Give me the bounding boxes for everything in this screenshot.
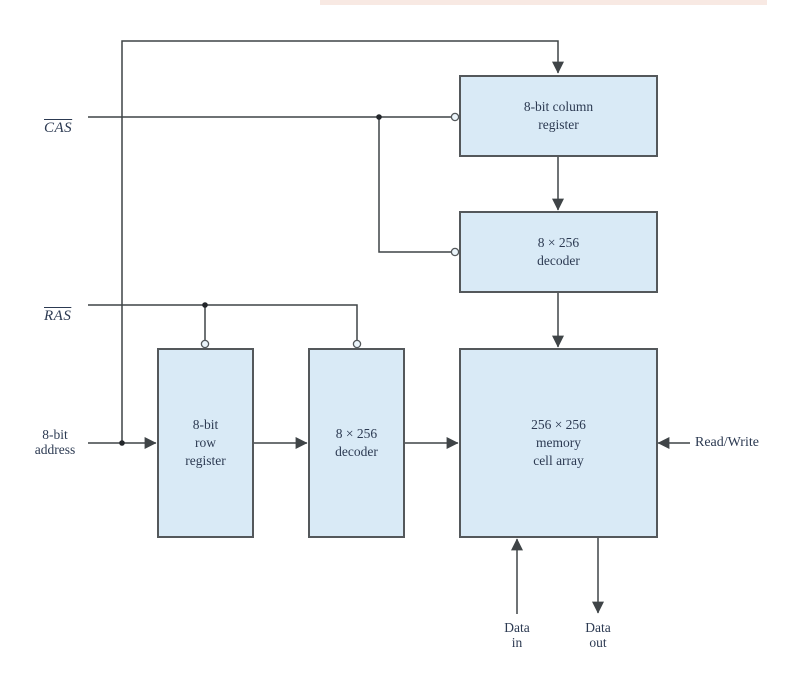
inverter-bubble xyxy=(352,339,362,349)
ras-wire xyxy=(88,304,358,341)
cas-label-text: CAS xyxy=(44,120,73,137)
ras-label: RAS xyxy=(44,293,71,325)
block-column-register-label: 8-bit column register xyxy=(523,99,594,132)
block-column-decoder: 8 × 256 decoder xyxy=(459,211,658,293)
block-row-register-label: 8-bit row register xyxy=(185,417,226,468)
block-column-decoder-label: 8 × 256 decoder xyxy=(537,235,580,268)
block-memory-array-label: 256 × 256 memory cell array xyxy=(531,417,586,468)
address-label: 8-bit address xyxy=(34,427,76,458)
cas-branch-wire xyxy=(378,117,451,253)
junction-dot xyxy=(119,440,125,446)
read-write-label: Read/Write xyxy=(695,435,759,450)
ras-label-text: RAS xyxy=(44,308,72,325)
junction-dot xyxy=(376,114,382,120)
junction-dot xyxy=(202,302,208,308)
block-column-register: 8-bit column register xyxy=(459,75,658,157)
inverter-bubble xyxy=(450,112,460,122)
inverter-bubble xyxy=(450,247,460,257)
inverter-bubble xyxy=(200,339,210,349)
cas-label: CAS xyxy=(44,105,72,137)
block-row-register: 8-bit row register xyxy=(157,348,254,538)
block-row-decoder-label: 8 × 256 decoder xyxy=(335,426,378,459)
data-in-label: Data in xyxy=(504,620,530,651)
block-row-decoder: 8 × 256 decoder xyxy=(308,348,405,538)
top-highlight-bar xyxy=(320,0,767,5)
address-to-column-register-wire xyxy=(121,40,564,443)
data-out-label: Data out xyxy=(585,620,611,651)
block-memory-array: 256 × 256 memory cell array xyxy=(459,348,658,538)
